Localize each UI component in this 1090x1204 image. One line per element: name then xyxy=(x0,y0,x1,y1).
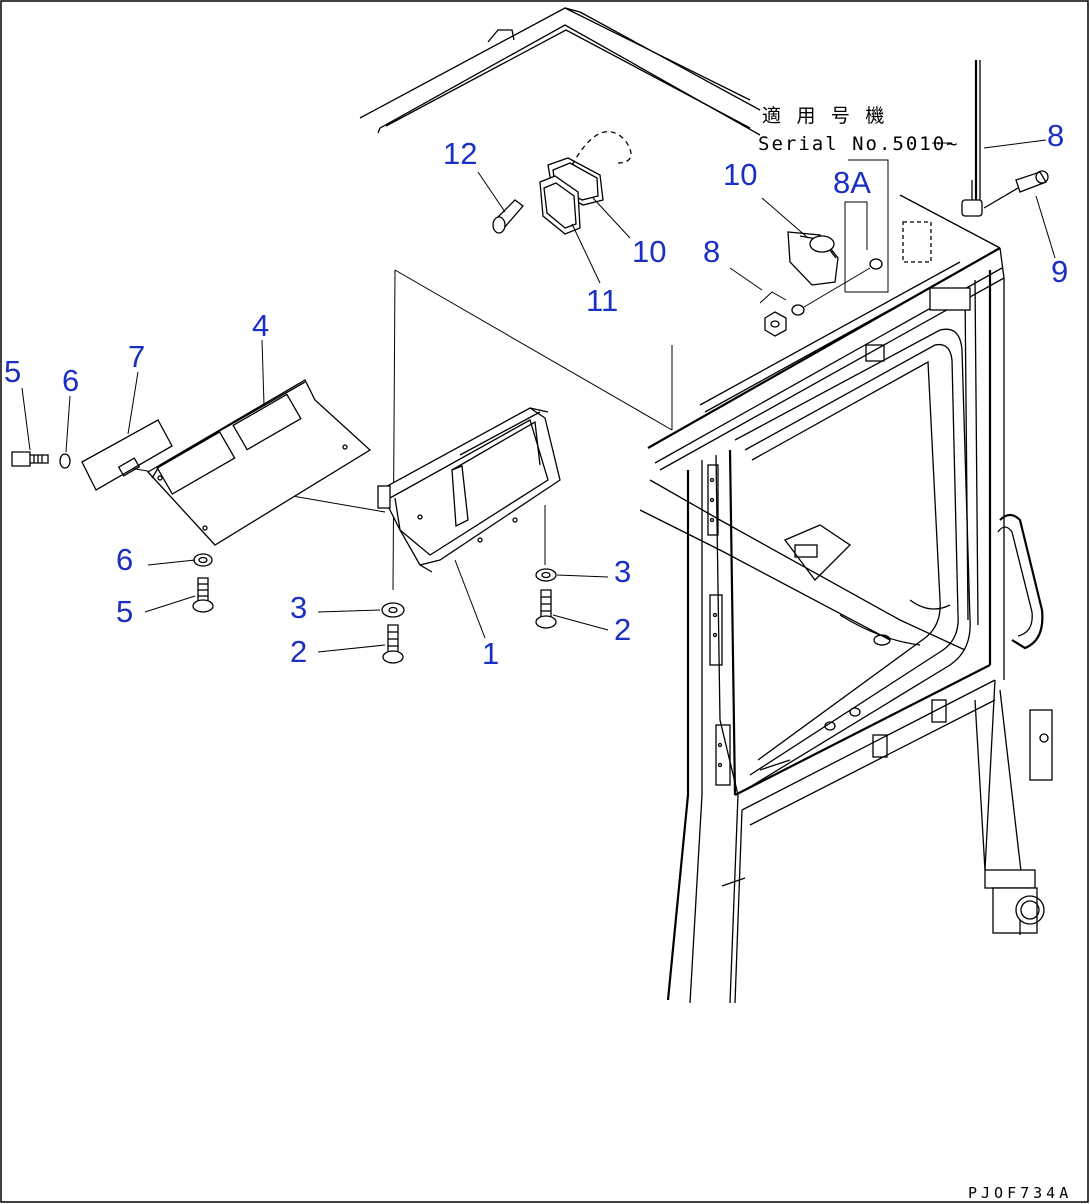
callout-8-antenna: 8 xyxy=(1047,118,1064,153)
assembly-lines xyxy=(129,269,673,591)
callout-8A: 8A xyxy=(833,165,871,200)
tray-part-1 xyxy=(377,407,561,573)
drawing-code: PJOF734A xyxy=(968,1184,1072,1202)
callout-1: 1 xyxy=(482,636,499,671)
callout-2-right: 2 xyxy=(614,612,631,647)
callout-6-lower: 6 xyxy=(116,542,133,577)
antenna-assembly xyxy=(961,60,1049,217)
callout-3-center: 3 xyxy=(290,590,307,625)
fasteners xyxy=(11,451,557,664)
callout-6-top: 6 xyxy=(62,363,79,398)
label-part-7 xyxy=(81,419,173,491)
callout-11: 11 xyxy=(586,283,618,318)
speaker-upper xyxy=(539,131,632,235)
callout-8-left: 8 xyxy=(703,234,720,269)
callout-10-lower: 10 xyxy=(632,234,666,269)
callout-9: 9 xyxy=(1051,254,1068,289)
serial-note-line2: Serial No.5010~ xyxy=(758,133,960,155)
serial-note-line1: 適 用 号 機 xyxy=(762,105,886,127)
cover-part-4 xyxy=(146,379,372,546)
speaker-right xyxy=(787,231,839,286)
callout-10-upper: 10 xyxy=(723,157,757,192)
callout-5-top: 5 xyxy=(4,354,21,389)
cab-roof xyxy=(359,7,1005,471)
callout-2-center: 2 xyxy=(290,634,307,669)
leader-lines xyxy=(21,139,1056,653)
callout-3-right: 3 xyxy=(614,554,631,589)
callout-4: 4 xyxy=(252,308,269,343)
cab-frame xyxy=(639,270,1053,1004)
callout-5-lower: 5 xyxy=(116,594,133,629)
nut-group xyxy=(759,258,883,337)
callout-12: 12 xyxy=(443,136,477,171)
callout-7: 7 xyxy=(128,339,145,374)
bolt-12 xyxy=(492,199,524,234)
